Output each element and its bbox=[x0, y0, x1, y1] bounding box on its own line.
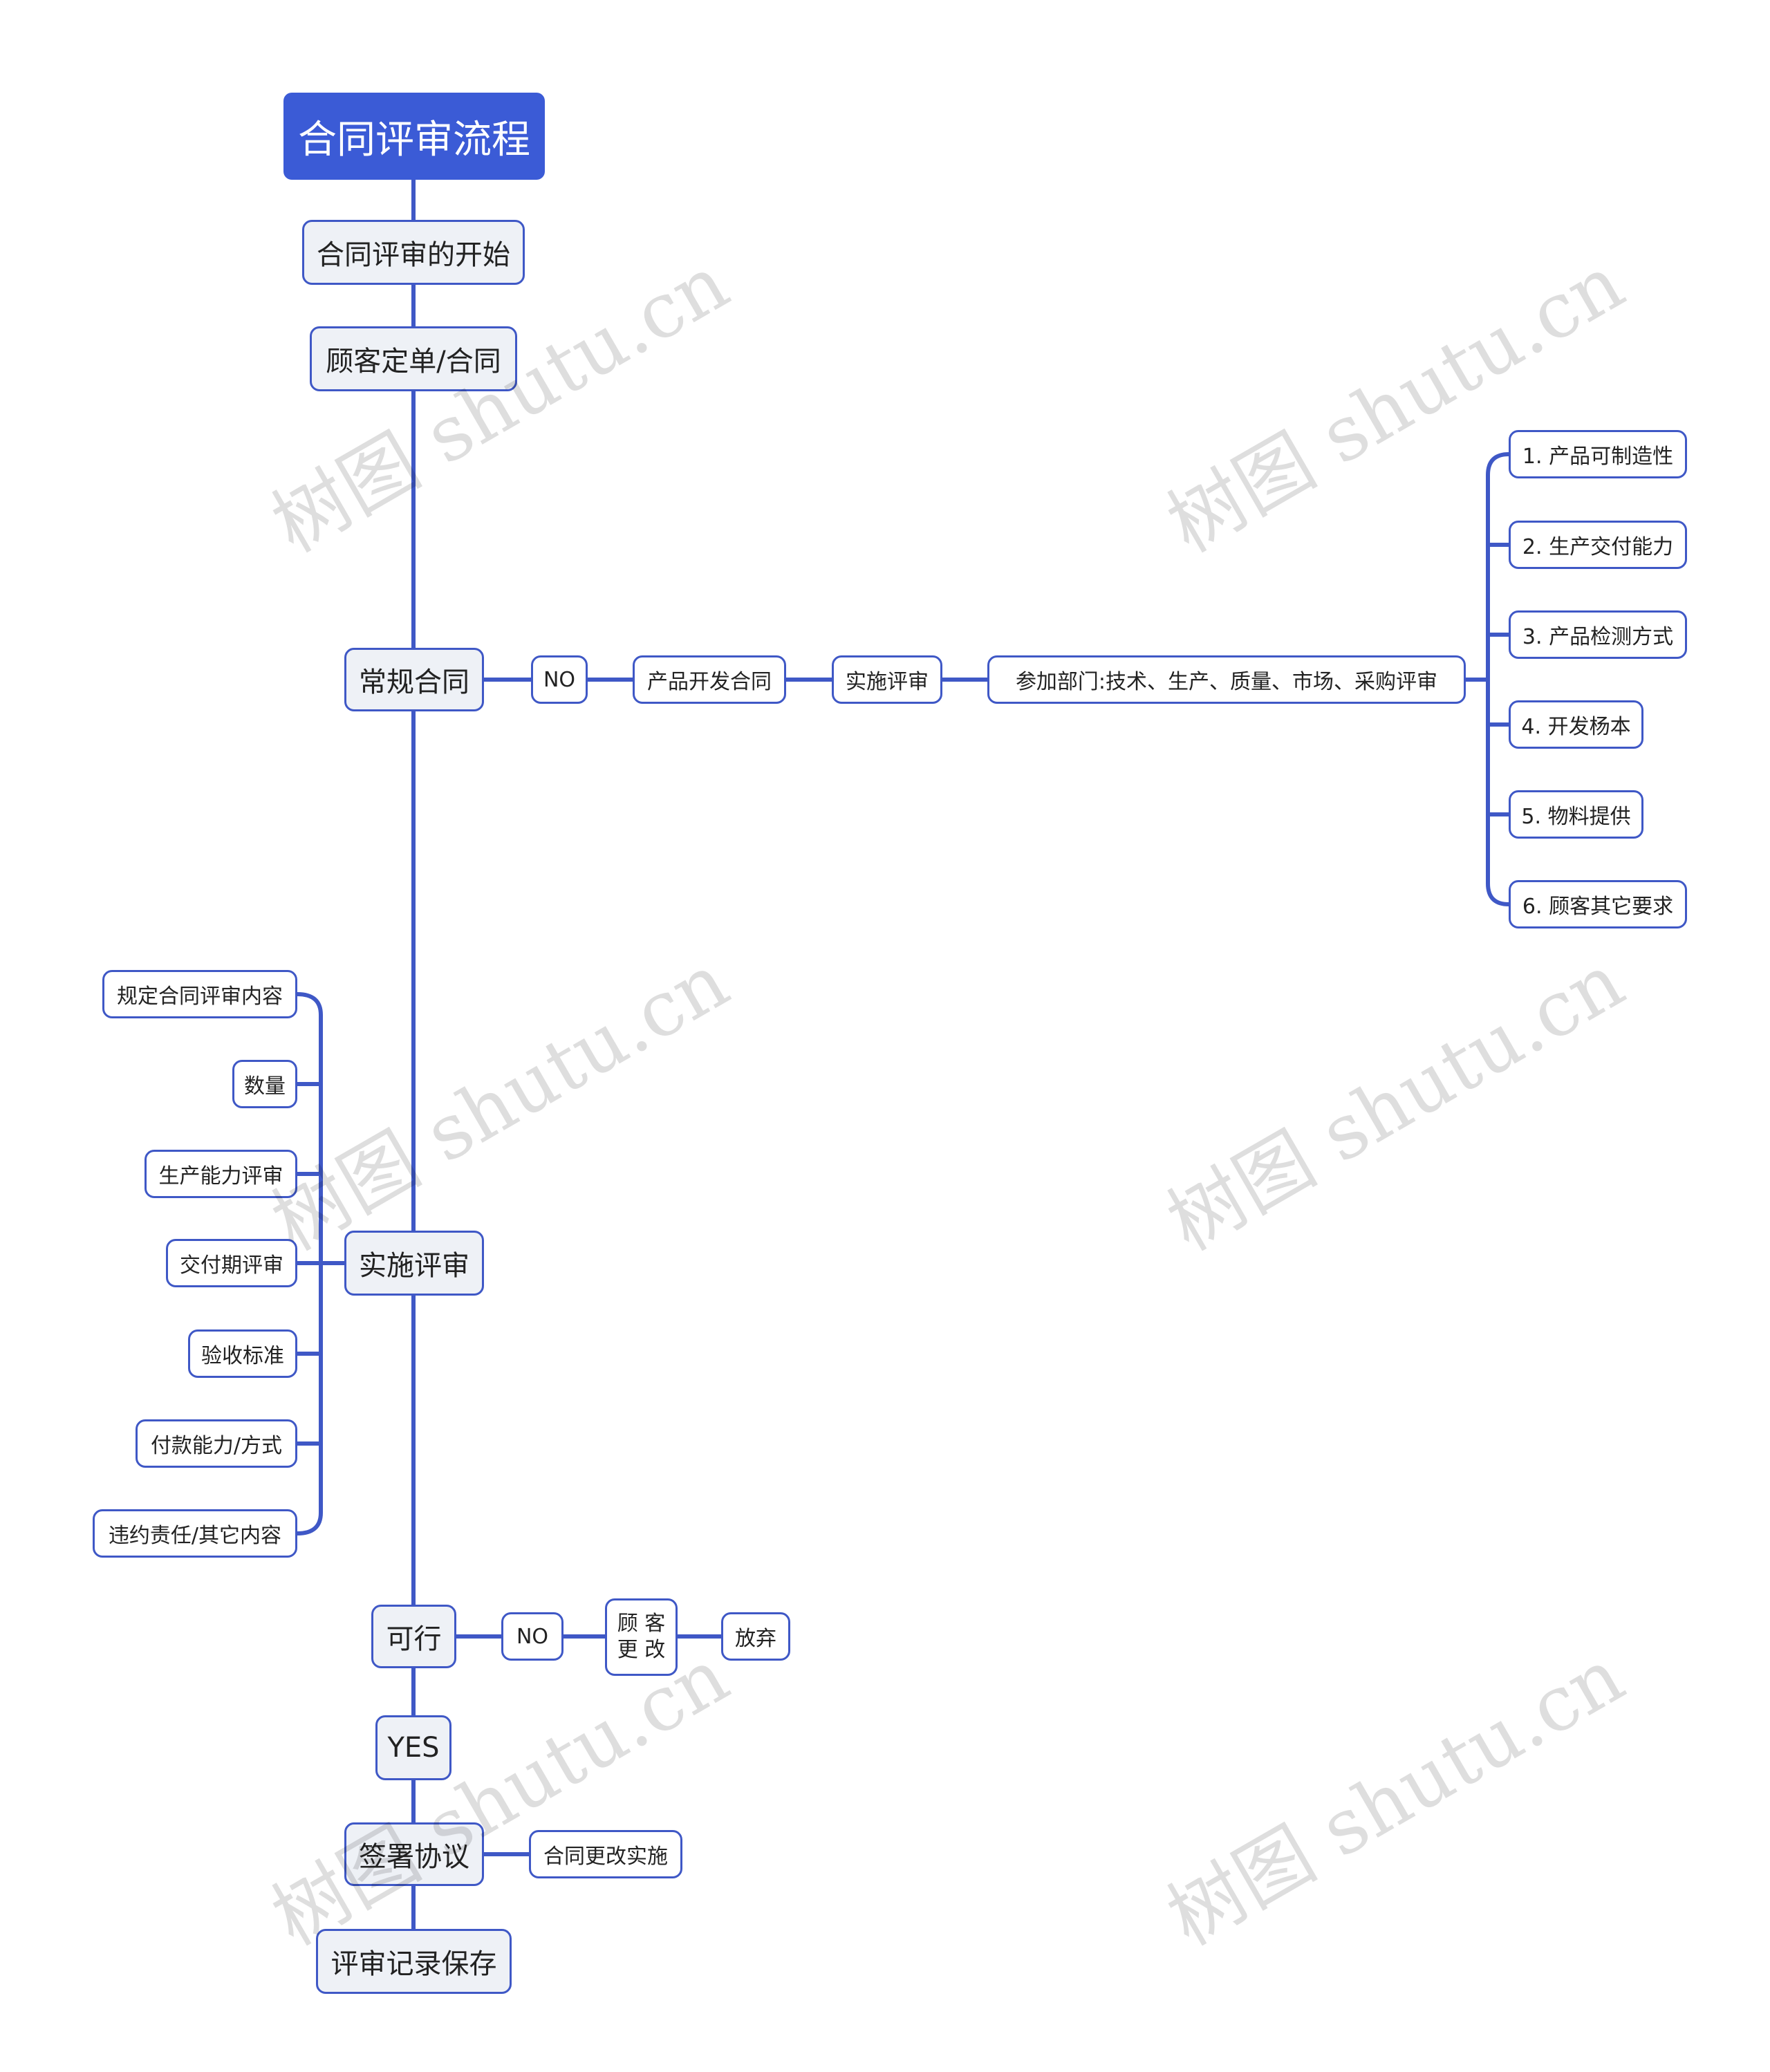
right-item[interactable]: 5. 物料提供 bbox=[1509, 790, 1643, 839]
left-item[interactable]: 生产能力评审 bbox=[145, 1150, 297, 1198]
customer-order-node[interactable]: 顾客定单/合同 bbox=[310, 326, 517, 391]
implement-review-node[interactable]: 实施评审 bbox=[344, 1231, 484, 1296]
right-item[interactable]: 4. 开发杨本 bbox=[1509, 700, 1643, 749]
feasible-node[interactable]: 可行 bbox=[371, 1605, 456, 1668]
right-item[interactable]: 6. 顾客其它要求 bbox=[1509, 880, 1687, 928]
regular-contract-node[interactable]: 常规合同 bbox=[344, 648, 484, 711]
left-item[interactable]: 付款能力/方式 bbox=[136, 1419, 297, 1468]
contract-change-impl-node[interactable]: 合同更改实施 bbox=[529, 1830, 682, 1878]
right-item[interactable]: 1. 产品可制造性 bbox=[1509, 430, 1687, 478]
yes-node[interactable]: YES bbox=[375, 1715, 451, 1780]
right-item[interactable]: 2. 生产交付能力 bbox=[1509, 521, 1687, 569]
dev-contract-node[interactable]: 产品开发合同 bbox=[633, 655, 786, 704]
start-node[interactable]: 合同评审的开始 bbox=[302, 220, 525, 285]
review-node[interactable]: 实施评审 bbox=[832, 655, 942, 704]
left-item[interactable]: 验收标准 bbox=[188, 1329, 297, 1378]
save-record-node[interactable]: 评审记录保存 bbox=[316, 1929, 512, 1994]
root-topic[interactable]: 合同评审流程 bbox=[283, 93, 545, 180]
departments-node[interactable]: 参加部门:技术、生产、质量、市场、采购评审 bbox=[987, 655, 1466, 704]
left-item[interactable]: 交付期评审 bbox=[166, 1239, 297, 1287]
feasible-no-node[interactable]: NO bbox=[501, 1612, 563, 1661]
abandon-node[interactable]: 放弃 bbox=[721, 1612, 790, 1661]
right-item[interactable]: 3. 产品检测方式 bbox=[1509, 610, 1687, 659]
left-item[interactable]: 数量 bbox=[232, 1060, 297, 1108]
customer-change-node[interactable]: 顾 客 更 改 bbox=[605, 1598, 678, 1676]
regular-no-node[interactable]: NO bbox=[531, 655, 588, 704]
left-item[interactable]: 规定合同评审内容 bbox=[102, 970, 297, 1018]
left-item[interactable]: 违约责任/其它内容 bbox=[93, 1509, 297, 1558]
sign-agreement-node[interactable]: 签署协议 bbox=[344, 1822, 484, 1886]
